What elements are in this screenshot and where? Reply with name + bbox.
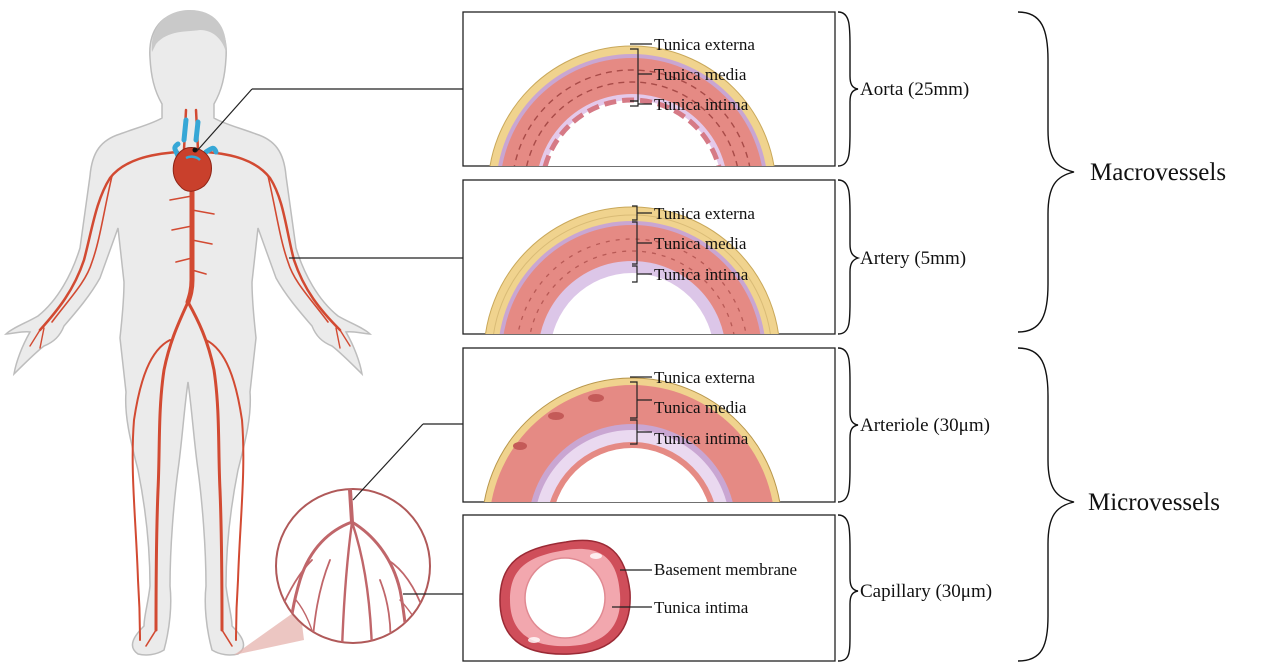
panel-braces [838,12,858,661]
group-label-macrovessels: Macrovessels [1090,159,1226,186]
panel-capillary: Basement membrane Tunica intima [463,515,835,661]
label-arteriole-externa: Tunica externa [654,368,755,387]
label-artery-intima: Tunica intima [654,265,749,284]
label-aorta-intima: Tunica intima [654,95,749,114]
label-artery-externa: Tunica externa [654,204,755,223]
vessel-name-arteriole: Arteriole (30μm) [860,415,990,436]
label-arteriole-intima: Tunica intima [654,429,749,448]
vessel-name-aorta: Aorta (25mm) [860,79,969,100]
label-artery-media: Tunica media [654,234,747,253]
label-arteriole-media: Tunica media [654,398,747,417]
group-braces [1018,12,1074,661]
label-capillary-basement: Basement membrane [654,560,797,579]
capillary-cross-section [500,540,630,654]
group-label-microvessels: Microvessels [1088,489,1220,516]
capillary-bed-zoom [234,489,430,655]
vessel-name-artery: Artery (5mm) [860,248,966,269]
label-capillary-intima: Tunica intima [654,598,749,617]
vessel-name-capillary: Capillary (30μm) [860,581,992,602]
label-aorta-media: Tunica media [654,65,747,84]
label-aorta-externa: Tunica externa [654,35,755,54]
